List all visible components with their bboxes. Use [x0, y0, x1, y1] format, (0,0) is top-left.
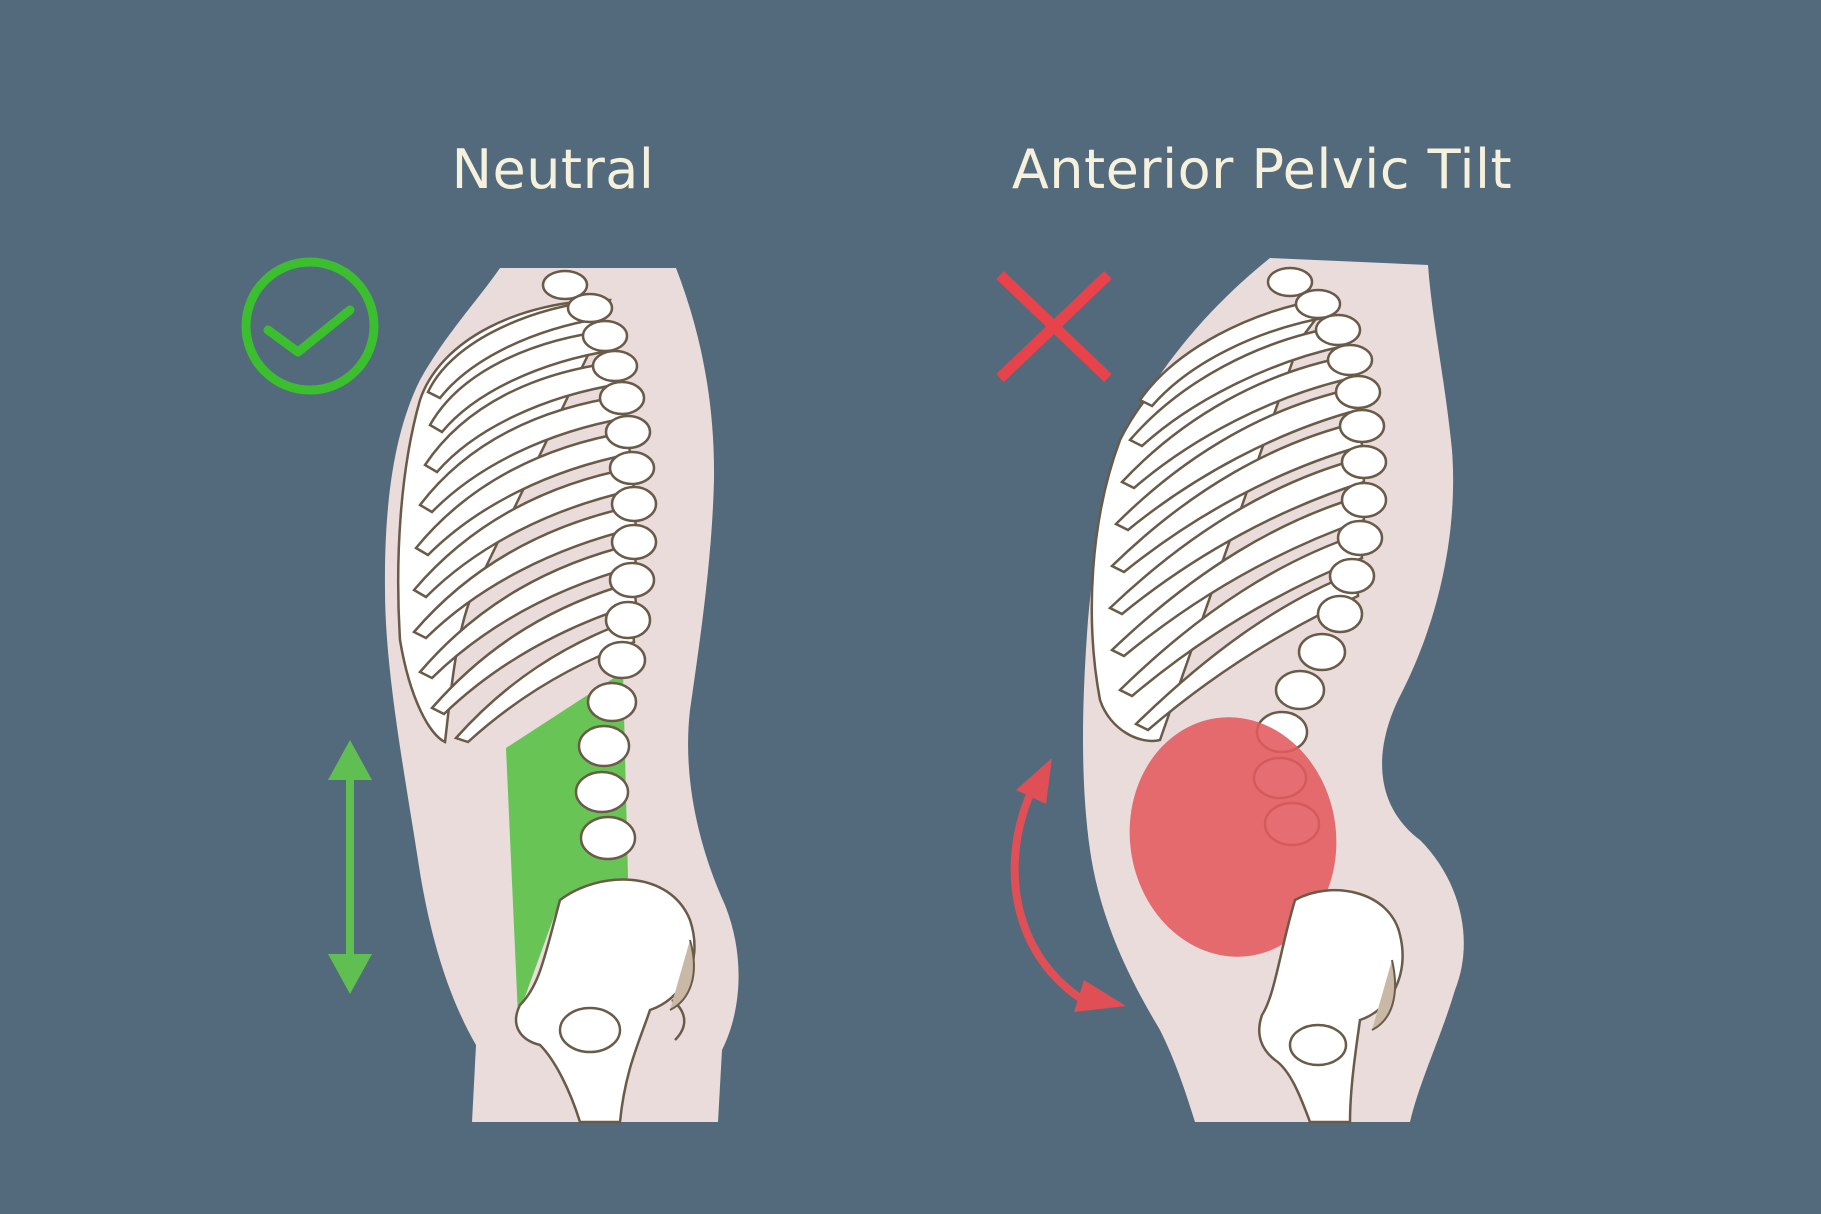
anterior-tilt-ribcage: [1090, 296, 1366, 743]
double-arrow-vertical-icon: [328, 740, 372, 994]
anterior-tilt-pelvis: [1258, 888, 1404, 1124]
anterior-tilt-lumbar-highlight: [1129, 717, 1337, 957]
anterior-tilt-title: Anterior Pelvic Tilt: [1011, 138, 1513, 201]
neutral-title: Neutral: [451, 138, 655, 201]
anterior-tilt-figure: [996, 258, 1464, 1124]
neutral-spine: [541, 269, 658, 861]
curved-double-arrow-icon: [1010, 758, 1126, 1012]
neutral-ribcage: [396, 298, 638, 744]
anterior-tilt-sacrum: [1371, 959, 1396, 1031]
check-circle-icon: [241, 257, 379, 395]
neutral-pelvis: [514, 878, 696, 1124]
cross-icon: [996, 271, 1112, 382]
neutral-figure: [241, 257, 739, 1124]
neutral-sacrum: [669, 939, 695, 1011]
